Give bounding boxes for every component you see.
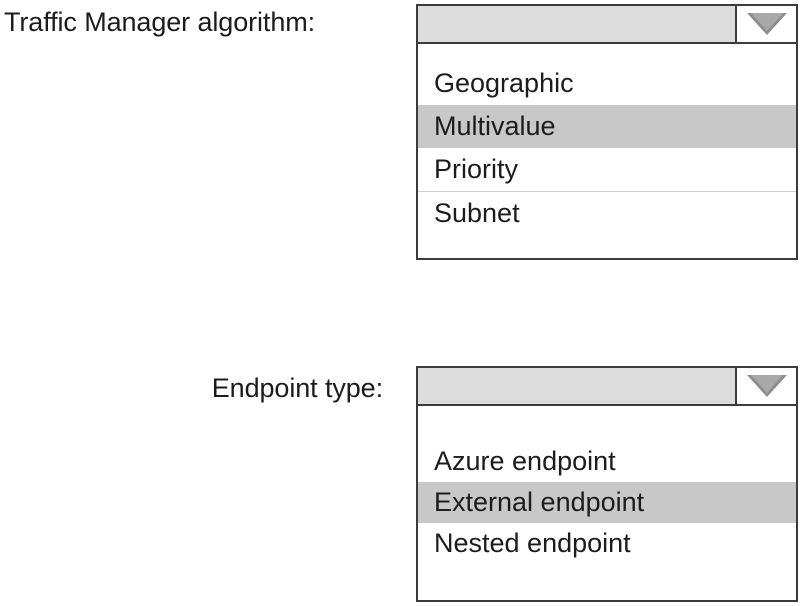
list-top-padding [418, 406, 796, 441]
option-nested-endpoint[interactable]: Nested endpoint [434, 528, 631, 558]
endpoint-type-value-box[interactable] [416, 366, 735, 406]
option-separator [418, 191, 796, 192]
traffic-manager-algorithm-value-box[interactable] [416, 4, 735, 44]
traffic-manager-algorithm-dropdown-button[interactable] [735, 4, 798, 44]
chevron-down-icon [746, 13, 787, 35]
traffic-manager-algorithm-option-list[interactable]: Geographic Multivalue Priority Subnet [416, 42, 798, 260]
option-multivalue[interactable]: Multivalue [418, 105, 796, 148]
option-subnet[interactable]: Subnet [434, 198, 520, 228]
option-priority[interactable]: Priority [434, 154, 519, 184]
list-top-padding [418, 44, 796, 62]
option-azure-endpoint[interactable]: Azure endpoint [434, 446, 616, 476]
traffic-manager-algorithm-label: Traffic Manager algorithm: [4, 7, 316, 37]
endpoint-type-label: Endpoint type: [211, 373, 383, 403]
traffic-manager-algorithm-combobox[interactable] [416, 4, 798, 44]
list-bottom-padding [418, 235, 796, 258]
option-geographic[interactable]: Geographic [434, 68, 574, 98]
endpoint-type-dropdown-button[interactable] [735, 366, 798, 406]
option-external-endpoint[interactable]: External endpoint [418, 482, 796, 523]
chevron-down-icon [746, 375, 787, 397]
list-bottom-padding [418, 564, 796, 600]
endpoint-type-combobox[interactable] [416, 366, 798, 406]
endpoint-type-option-list[interactable]: Azure endpoint External endpoint Nested … [416, 404, 798, 602]
